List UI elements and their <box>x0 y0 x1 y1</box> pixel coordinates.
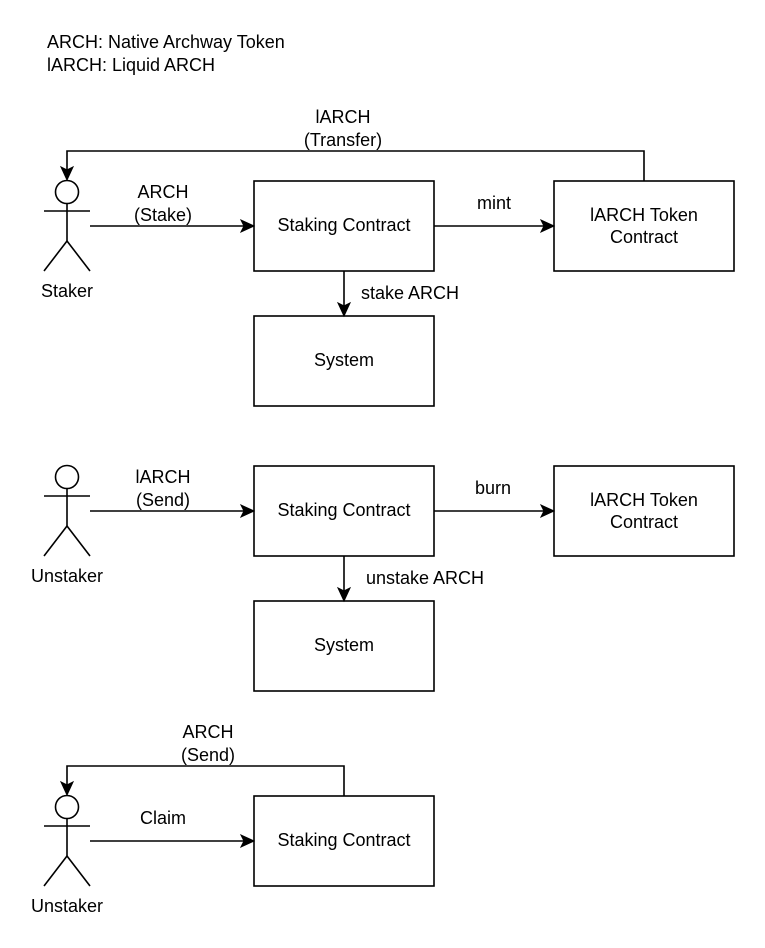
edge-claim-label: Claim <box>140 808 186 828</box>
claim-flow: Unstaker Staking Contract Claim ARCH (Se… <box>31 722 435 916</box>
larch-token-contract-box[interactable]: lARCH Token Contract <box>553 465 735 557</box>
edge-stake-to-system-label: stake ARCH <box>361 283 459 303</box>
unstake-flow: Unstaker Staking Contract lARCH Token Co… <box>31 464 735 692</box>
edge-mint-label: mint <box>477 193 511 213</box>
staker-actor-label: Staker <box>41 281 93 301</box>
edge-transfer-label-line2: (Transfer) <box>304 130 382 150</box>
staker-actor-head <box>54 179 80 205</box>
staking-contract-box[interactable]: Staking Contract <box>253 465 435 557</box>
edge-transfer-label-line1: lARCH <box>315 107 370 127</box>
arrowhead <box>59 165 75 182</box>
unstaker-actor-label: Unstaker <box>31 566 103 586</box>
edge-stake-arch-label-line2: (Stake) <box>134 205 192 225</box>
edge-burn: burn <box>434 478 556 519</box>
unstaker-actor-label: Unstaker <box>31 896 103 916</box>
edge-send-arch: ARCH (Send) <box>59 722 345 797</box>
arrowhead <box>239 833 256 849</box>
larch-token-contract-box[interactable]: lARCH Token Contract <box>553 180 735 272</box>
system-box[interactable]: System <box>253 315 435 407</box>
edge-send-larch-label-line1: lARCH <box>135 467 190 487</box>
unstaker-actor-head <box>54 794 80 820</box>
larch-token-contract-label-line1: lARCH Token <box>590 205 698 225</box>
staking-contract-box[interactable]: Staking Contract <box>253 795 435 887</box>
legend-larch-definition: lARCH: Liquid ARCH <box>47 55 215 75</box>
edge-send-arch-label-line1: ARCH <box>182 722 233 742</box>
edge-send-larch-label-line2: (Send) <box>136 490 190 510</box>
stake-flow: Staker Staking Contract lARCH Token Cont… <box>41 107 735 407</box>
edge-mint: mint <box>434 193 556 234</box>
arrowhead <box>239 218 256 234</box>
edge-stake-arch-label-line1: ARCH <box>137 182 188 202</box>
legend: ARCH: Native Archway Token lARCH: Liquid… <box>47 32 285 75</box>
unstaker-actor-head <box>54 464 80 490</box>
staking-contract-label: Staking Contract <box>277 830 410 850</box>
edge-send-larch: lARCH (Send) <box>90 467 256 519</box>
staking-contract-label: Staking Contract <box>277 500 410 520</box>
arrowhead <box>539 218 556 234</box>
edge-burn-label: burn <box>475 478 511 498</box>
edge-stake-to-system: stake ARCH <box>336 271 459 318</box>
larch-token-contract-label-line2: Contract <box>610 512 678 532</box>
edge-unstake-to-system-label: unstake ARCH <box>366 568 484 588</box>
edge-unstake-to-system: unstake ARCH <box>336 556 484 603</box>
arrowhead <box>336 301 352 318</box>
legend-arch-definition: ARCH: Native Archway Token <box>47 32 285 52</box>
larch-token-contract-label-line1: lARCH Token <box>590 490 698 510</box>
arrowhead <box>59 780 75 797</box>
edge-stake-arch: ARCH (Stake) <box>90 182 256 234</box>
staker-actor: Staker <box>41 179 93 301</box>
larch-token-contract-label-line2: Contract <box>610 227 678 247</box>
arrowhead <box>336 586 352 603</box>
arrowhead <box>539 503 556 519</box>
unstaker-actor: Unstaker <box>31 794 103 916</box>
edge-transfer: lARCH (Transfer) <box>59 107 645 182</box>
arrowhead <box>239 503 256 519</box>
system-box[interactable]: System <box>253 600 435 692</box>
edge-send-arch-label-line2: (Send) <box>181 745 235 765</box>
staking-contract-box[interactable]: Staking Contract <box>253 180 435 272</box>
unstaker-actor: Unstaker <box>31 464 103 586</box>
edge-claim: Claim <box>90 808 256 849</box>
system-label: System <box>314 635 374 655</box>
system-label: System <box>314 350 374 370</box>
staking-contract-label: Staking Contract <box>277 215 410 235</box>
